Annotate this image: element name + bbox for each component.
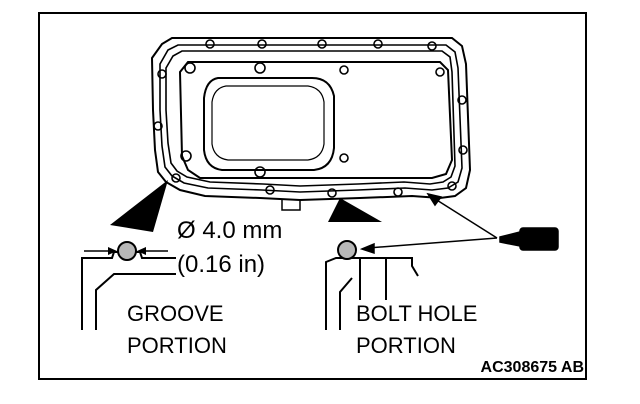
bolt-hole xyxy=(153,121,163,131)
bolt-hole xyxy=(427,41,437,51)
bolt-hole-label-line2: PORTION xyxy=(356,333,456,358)
groove-profile-inner xyxy=(95,273,176,330)
groove-cross-section xyxy=(81,241,176,330)
sealant-bead-bolt xyxy=(337,240,357,260)
figure-code: AC308675 AB xyxy=(481,359,584,376)
diameter-in-label: (0.16 in) xyxy=(177,251,265,278)
bolt-hole-cross-section xyxy=(325,240,419,330)
bolt-hole xyxy=(339,65,349,75)
groove-label-line2: PORTION xyxy=(127,333,227,358)
application-arrows xyxy=(359,192,498,255)
bolt-hole xyxy=(157,69,167,79)
sealant-tube xyxy=(499,227,559,251)
bolt-hole xyxy=(265,185,275,195)
bolt-hole-profile xyxy=(325,257,419,330)
sealant-tube-nozzle xyxy=(499,231,521,247)
bolt-hole xyxy=(327,188,337,198)
oil-pan xyxy=(150,37,472,211)
bolt-hole xyxy=(254,166,266,178)
bolt-hole xyxy=(254,62,266,74)
bolt-hole-profile-inner xyxy=(339,277,353,330)
dimension-arrowhead-left xyxy=(108,247,117,255)
figure-border xyxy=(38,12,587,380)
bolt-hole xyxy=(457,95,467,105)
bolt-hole xyxy=(447,181,457,191)
drain-boss xyxy=(281,200,301,211)
sealant-bead-inner xyxy=(165,50,456,187)
sump-pocket-lip xyxy=(211,85,325,161)
arrow-to-bolt-hole xyxy=(367,237,498,249)
bolt-hole xyxy=(435,67,445,77)
sealant-bead-outer xyxy=(159,44,463,193)
bolt-hole xyxy=(339,153,349,163)
bolt-hole-label-line1: BOLT HOLE xyxy=(356,301,477,326)
bolt-hole xyxy=(184,62,196,74)
diameter-mm-label: Ø 4.0 mm xyxy=(177,217,282,244)
bolt-hole xyxy=(393,187,403,197)
arrowhead-bolt-hole xyxy=(359,242,375,255)
arrowhead-pan-flange xyxy=(426,192,443,207)
groove-callout-wedge xyxy=(110,180,168,232)
sealant-bead-groove xyxy=(117,241,137,261)
bolt-hole xyxy=(257,39,267,49)
bolt-holes xyxy=(153,39,468,198)
bolt-hole xyxy=(317,39,327,49)
arrow-to-pan-flange xyxy=(431,196,498,239)
bolt-hole xyxy=(180,150,192,162)
dimension-arrowhead-right xyxy=(137,247,146,255)
bolt-hole xyxy=(373,39,383,49)
bolt-hole xyxy=(171,173,181,183)
sump-pocket xyxy=(203,77,335,171)
oil-pan-outer-flange xyxy=(150,37,472,202)
bolt-hole-callout-wedge xyxy=(328,198,382,222)
sealant-tube-body xyxy=(519,227,559,251)
groove-label-line1: GROOVE xyxy=(127,301,224,326)
bolt-hole xyxy=(458,145,468,155)
bolt-hole xyxy=(205,39,215,49)
sump-body xyxy=(178,61,454,179)
